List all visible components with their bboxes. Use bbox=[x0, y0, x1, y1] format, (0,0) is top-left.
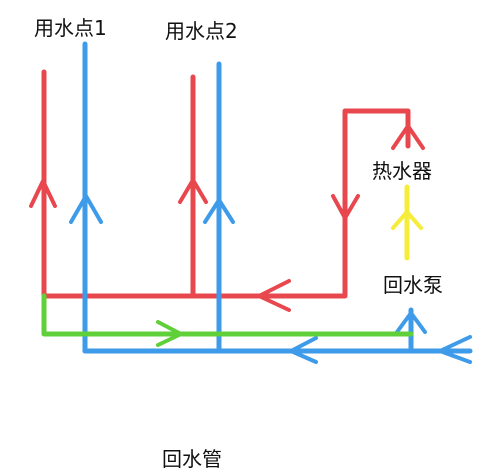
cold-arrow-up-point1 bbox=[69, 194, 103, 224]
cold-arrow-left-main bbox=[289, 336, 318, 364]
hot-arrow-up-heater bbox=[391, 124, 425, 150]
cold-arrow-up-point2 bbox=[203, 198, 235, 224]
hot-water-pipes bbox=[29, 69, 425, 312]
heater-link bbox=[391, 184, 423, 261]
cold-water-pipes bbox=[69, 41, 473, 364]
hot-arrow-down-heater bbox=[331, 194, 360, 220]
cold-arrow-up-pump bbox=[395, 311, 427, 334]
return-arrow-right bbox=[156, 320, 183, 347]
label-water-point-1: 用水点1 bbox=[34, 16, 107, 40]
cold-arrow-left-inlet bbox=[438, 335, 472, 364]
hot-arrow-up-point2 bbox=[178, 178, 208, 204]
return-pipe bbox=[41, 293, 414, 337]
plumbing-diagram bbox=[29, 41, 473, 364]
return-loop-pipes bbox=[41, 293, 414, 347]
label-return-pump: 回水泵 bbox=[383, 273, 443, 297]
label-return-pipe: 回水管 bbox=[162, 447, 222, 471]
heater-link-arrow-up bbox=[391, 210, 423, 230]
hot-arrow-up-point1 bbox=[29, 179, 57, 208]
hot-arrow-left-main bbox=[257, 279, 291, 312]
label-water-heater: 热水器 bbox=[372, 159, 432, 183]
label-water-point-2: 用水点2 bbox=[165, 19, 238, 43]
hot-pipe-main bbox=[41, 108, 411, 299]
